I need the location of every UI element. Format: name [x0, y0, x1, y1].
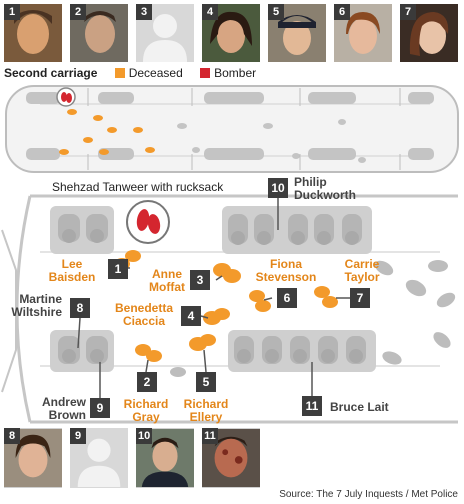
silhouette-icon — [143, 14, 187, 62]
victim-marker-6: 6 — [277, 288, 297, 308]
bomber-label: Bomber — [214, 66, 257, 80]
deceased-swatch — [114, 68, 125, 78]
victim-photo-3: 3 — [136, 4, 194, 62]
carriage-overview — [5, 85, 459, 173]
victim-photo-8: 8 — [4, 428, 62, 488]
victim-photo-6: 6 — [334, 4, 392, 62]
victim-marker-10: 10 — [268, 178, 288, 198]
photo-number: 10 — [136, 428, 153, 444]
legend-title: Second carriage — [4, 66, 98, 80]
victim-marker-1: 1 — [108, 259, 128, 279]
photo-number: 6 — [334, 4, 350, 20]
legend: Second carriage Deceased Bomber — [4, 66, 256, 82]
portrait-image — [400, 4, 458, 62]
victim-marker-3: 3 — [190, 270, 210, 290]
deceased-label: Deceased — [128, 66, 183, 80]
photo-number: 3 — [136, 4, 152, 20]
victim-marker-4: 4 — [181, 306, 201, 326]
victim-marker-5: 5 — [196, 372, 216, 392]
photo-number: 5 — [268, 4, 284, 20]
victim-marker-11: 11 — [302, 396, 322, 416]
victim-marker-2: 2 — [137, 372, 157, 392]
portrait-image — [334, 4, 392, 62]
victim-marker-7: 7 — [350, 288, 370, 308]
source-credit: Source: The 7 July Inquests / Met Police — [279, 489, 458, 500]
photo-number: 2 — [70, 4, 86, 20]
carriage-detail — [1, 194, 458, 424]
portrait-image — [268, 4, 326, 62]
photo-number: 8 — [4, 428, 20, 444]
silhouette-icon — [77, 438, 121, 487]
victim-photo-11: 11 — [202, 428, 260, 488]
victim-photo-4: 4 — [202, 4, 260, 62]
photo-number: 7 — [400, 4, 416, 20]
victim-photo-5: 5 — [268, 4, 326, 62]
victim-photo-7: 7 — [400, 4, 458, 62]
victim-photo-9: 9 — [70, 428, 128, 488]
victim-label-11: Bruce Lait — [330, 400, 389, 414]
victim-marker-8: 8 — [70, 298, 90, 318]
bomber-swatch — [200, 68, 211, 78]
victim-photo-2: 2 — [70, 4, 128, 62]
photo-number: 9 — [70, 428, 86, 444]
victim-photo-10: 10 — [136, 428, 194, 488]
bomber-caption: Shehzad Tanweer with rucksack — [52, 180, 224, 194]
victim-marker-9: 9 — [90, 398, 110, 418]
photo-number: 4 — [202, 4, 218, 20]
victim-photo-1: 1 — [4, 4, 62, 62]
photo-number: 11 — [202, 428, 218, 444]
photo-number: 1 — [4, 4, 20, 20]
